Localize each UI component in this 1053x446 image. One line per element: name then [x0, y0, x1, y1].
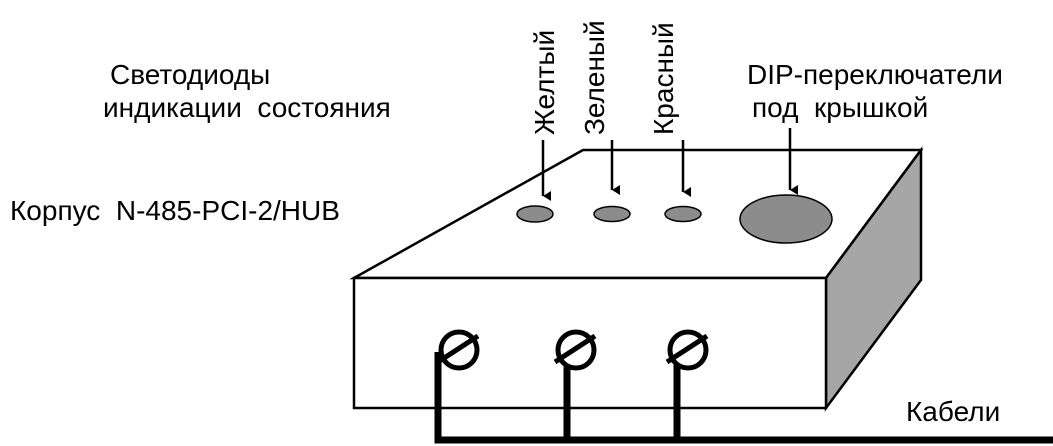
screw-terminal-icon	[553, 329, 597, 371]
led-red-label: Красный	[648, 22, 679, 135]
screw-terminal-icon	[665, 329, 709, 371]
dip-switch-cover	[739, 194, 833, 244]
connector-1	[436, 329, 480, 371]
housing-label: Корпус N-485-PCI-2/HUB	[10, 195, 340, 226]
led-green-label: Зеленый	[579, 20, 610, 135]
screw-terminal-icon	[436, 329, 480, 371]
led-yellow-label: Желтый	[529, 30, 560, 135]
led-green	[593, 205, 631, 223]
dip-label-line2: под крышкой	[752, 92, 928, 123]
led-yellow	[516, 205, 554, 223]
leds-title-line1: Светодиоды	[110, 59, 270, 90]
housing-top-face	[349, 148, 924, 280]
dip-label-line1: DIP-переключатели	[747, 59, 1003, 90]
connector-2	[553, 329, 597, 371]
cable-1	[434, 352, 1053, 444]
cables-label: Кабели	[906, 396, 1000, 427]
led-red	[664, 205, 702, 223]
connector-3	[665, 329, 709, 371]
leds-title-line2: индикации состояния	[103, 92, 391, 123]
